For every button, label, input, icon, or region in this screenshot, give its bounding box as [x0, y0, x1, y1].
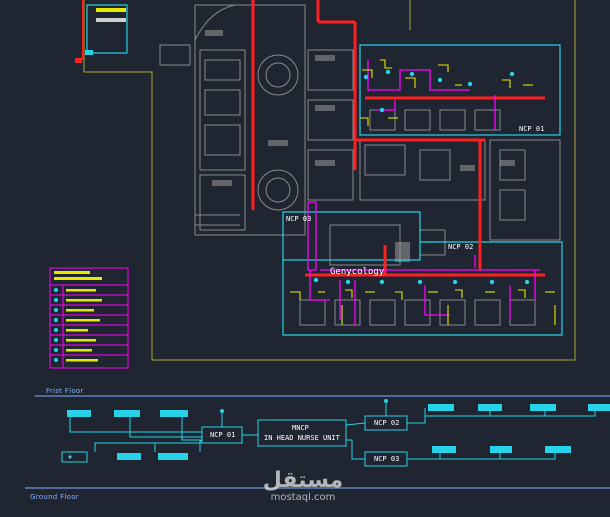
room-name-label: Genycology: [330, 267, 385, 277]
watermark-arabic: مستقل: [262, 468, 344, 493]
watermark: مستقل mostaql.com: [258, 470, 348, 504]
floor-lines: [25, 395, 610, 489]
mncp-location-label: IN HEAD NURSE UNIT: [264, 434, 340, 442]
device-dots: [313, 69, 530, 285]
zone-boundaries: [86, 4, 563, 336]
ncp02-plan-label: NCP 02: [448, 243, 474, 251]
riser-outlets: [67, 399, 610, 460]
riser-ncp01-label: NCP 01: [210, 431, 236, 439]
call-devices: [290, 59, 556, 325]
mncp-label: MNCP: [292, 424, 309, 432]
riser-ncp03-label: NCP 03: [374, 455, 400, 463]
legend-table: [49, 267, 129, 369]
main-conduits: [251, 0, 545, 277]
ncp01-plan-label: NCP 01: [519, 125, 545, 133]
room-fills: [205, 30, 515, 262]
branch-wiring: [307, 60, 540, 325]
riser-ncp02-label: NCP 02: [374, 419, 400, 427]
first-floor-label: Frist Floor: [46, 387, 84, 395]
watermark-latin: mostaql.com: [270, 492, 336, 503]
top-left-marks: [75, 0, 126, 63]
ncp03-plan-label: NCP 03: [286, 215, 312, 223]
ground-floor-label: Ground Floor: [30, 493, 79, 501]
